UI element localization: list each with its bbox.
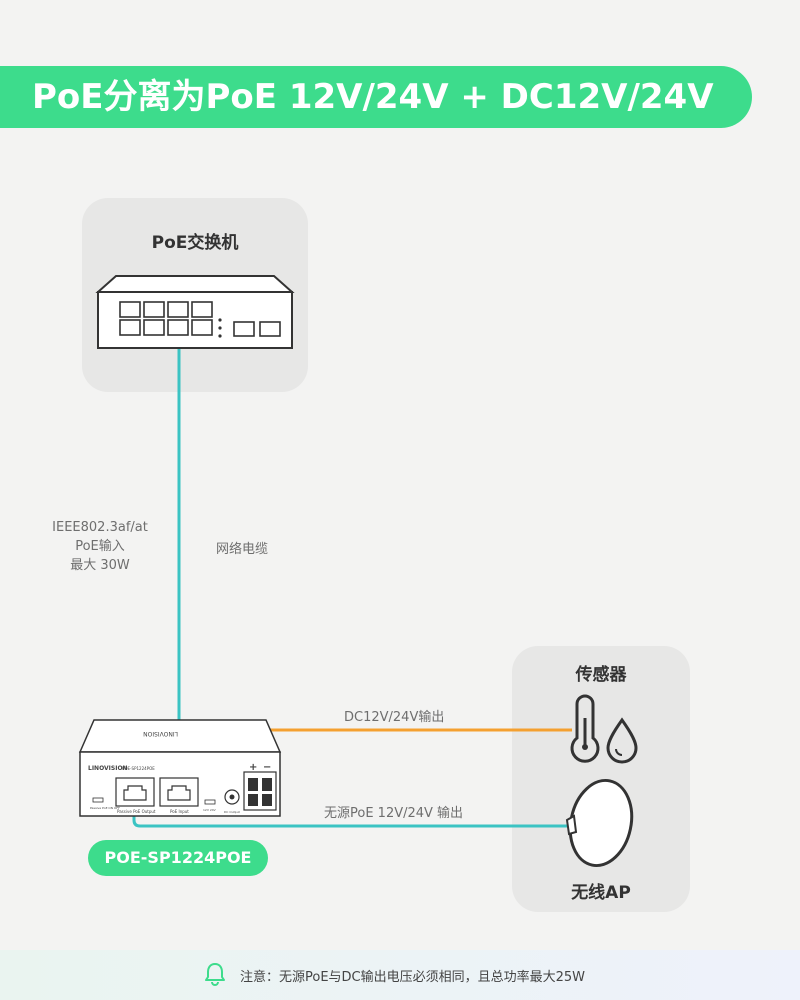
ap-label: 无线AP [571, 883, 631, 903]
water-drop-icon [606, 717, 638, 764]
splitter-volt-label: 12V 24V [203, 808, 217, 812]
terminal-minus: − [263, 762, 271, 773]
splitter-brand-top: LINOVISION [143, 730, 178, 737]
poe-input-max-power: 最大 30W [70, 558, 130, 573]
passive-poe-cable [132, 800, 568, 828]
sensor-label: 传感器 [575, 665, 627, 685]
dc-output-label: DC12V/24V输出 [344, 710, 445, 725]
wireless-ap-icon [565, 778, 634, 868]
network-cable-label: 网络电缆 [216, 542, 269, 557]
poe-input-note: IEEE802.3af/at PoE输入 最大 30W [40, 518, 160, 575]
splitter-switch-label: Passive PoE ON OFF [90, 806, 120, 810]
splitter-port-in-label: PoE Input [170, 809, 189, 814]
dc-output-cable [260, 728, 572, 770]
poe-input-standard: IEEE802.3af/at [52, 520, 148, 535]
poe-input-label: PoE输入 [75, 539, 125, 554]
title-banner: PoE分离为PoE 12V/24V + DC12V/24V [0, 66, 752, 128]
devices-panel [512, 646, 690, 912]
footer-note-bar: 注意：无源PoE与DC输出电压必须相同，且总功率最大25W [0, 950, 800, 1000]
thermometer-icon [570, 694, 600, 763]
splitter-port-out-label: Passive PoE Output [117, 809, 156, 814]
footer-note-text: 注意：无源PoE与DC输出电压必须相同，且总功率最大25W [240, 970, 586, 985]
passive-poe-output-label: 无源PoE 12V/24V 输出 [324, 806, 464, 821]
switch-label: PoE交换机 [151, 233, 239, 253]
terminal-plus: + [249, 762, 257, 773]
splitter-brand: LINOVISION [88, 765, 128, 772]
bell-icon [205, 963, 225, 986]
splitter-model-small: POE-SP1224POE [122, 766, 155, 771]
page-title: PoE分离为PoE 12V/24V + DC12V/24V [32, 77, 714, 117]
splitter-dc-label: DC Output [224, 810, 241, 814]
product-model-badge: POE-SP1224POE [88, 840, 268, 876]
network-switch-icon [95, 275, 295, 349]
poe-splitter-device: LINOVISION LINOVISION POE-SP1224POE Pass… [78, 719, 282, 817]
